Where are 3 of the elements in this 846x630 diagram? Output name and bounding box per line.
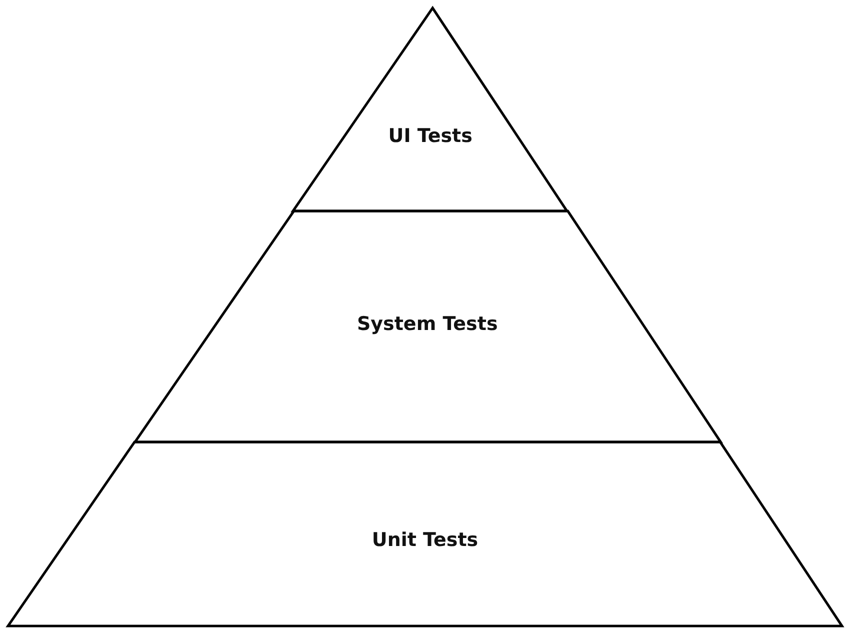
level-label: System Tests — [356, 313, 499, 335]
level-label: UI Tests — [387, 125, 474, 147]
level-label: Unit Tests — [370, 529, 480, 551]
